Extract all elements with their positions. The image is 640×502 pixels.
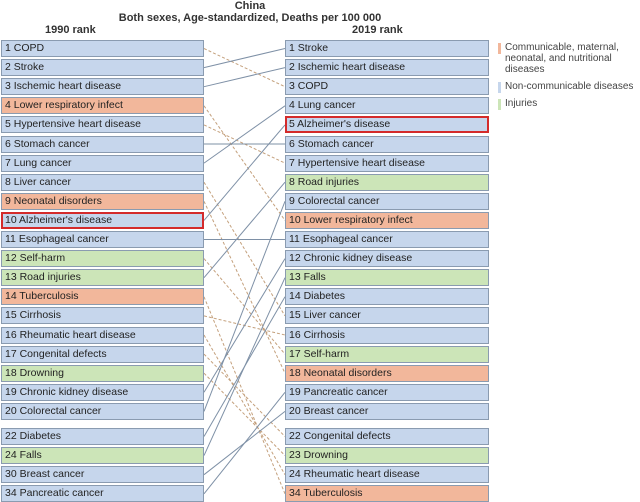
right-rank-item: 5 Alzheimer's disease: [285, 116, 489, 134]
left-rank-item: 13 Road injuries: [1, 269, 204, 287]
rank-connector-line: [203, 201, 286, 412]
rank-connector-line: [203, 124, 286, 221]
right-rank-item: 24 Rheumatic heart disease: [285, 466, 489, 484]
right-rank-item: 14 Diabetes: [285, 288, 489, 306]
legend-item: Injuries: [498, 98, 640, 110]
left-rank-item: 22 Diabetes: [1, 428, 204, 445]
left-rank-item: 15 Cirrhosis: [1, 307, 204, 325]
left-rank-item: 1 COPD: [1, 40, 204, 57]
chart-title: China: [234, 0, 266, 12]
legend-item: Non-communicable diseases: [498, 81, 640, 93]
right-rank-item: 20 Breast cancer: [285, 402, 489, 420]
left-rank-item: 10 Alzheimer's disease: [1, 211, 204, 229]
left-rank-item: 3 Ischemic heart disease: [1, 78, 204, 96]
left-rank-item: 20 Colorectal cancer: [1, 402, 204, 420]
legend-label: Non-communicable diseases: [505, 81, 634, 92]
left-rank-item: 8 Liver cancer: [1, 173, 204, 191]
right-rank-item: 15 Liver cancer: [285, 307, 489, 325]
right-column-header: 2019 rank: [352, 24, 403, 36]
right-rank-item: 2 Ischemic heart disease: [285, 59, 489, 77]
left-rank-item: 4 Lower respiratory infect: [1, 97, 204, 115]
rank-connector-line: [203, 48, 286, 88]
right-rank-item: 3 COPD: [285, 78, 489, 96]
legend-swatch: [498, 82, 501, 93]
right-rank-item: 7 Hypertensive heart disease: [285, 154, 489, 172]
chart-subtitle: Both sexes, Age-standardized, Deaths per…: [118, 12, 382, 24]
rank-connector-line: [203, 105, 286, 164]
left-rank-item: 9 Neonatal disorders: [1, 192, 204, 210]
right-rank-item: 13 Falls: [285, 269, 489, 287]
rank-connector-line: [203, 48, 286, 69]
right-rank-item: 18 Neonatal disorders: [285, 364, 489, 382]
rank-connector-line: [203, 181, 286, 279]
rank-connector-line: [203, 67, 286, 88]
legend-item: Communicable, maternal, neonatal, and nu…: [498, 42, 640, 75]
left-rank-item: 19 Chronic kidney disease: [1, 383, 204, 401]
right-rank-item: 19 Pancreatic cancer: [285, 383, 489, 401]
left-rank-item: 18 Drowning: [1, 364, 204, 382]
left-rank-item: 11 Esophageal cancer: [1, 231, 204, 248]
rank-connector-line: [203, 277, 286, 456]
rank-connector-line: [203, 391, 286, 495]
rank-connector-line: [203, 181, 286, 317]
legend-swatch: [498, 99, 501, 110]
left-rank-item: 2 Stroke: [1, 59, 204, 77]
right-rank-item: 11 Esophageal cancer: [285, 231, 489, 248]
left-rank-item: 6 Stomach cancer: [1, 135, 204, 153]
right-rank-item: 22 Congenital defects: [285, 428, 489, 445]
left-rank-item: 30 Breast cancer: [1, 466, 204, 484]
left-rank-item: 12 Self-harm: [1, 250, 204, 268]
right-rank-item: 12 Chronic kidney disease: [285, 250, 489, 268]
right-rank-item: 10 Lower respiratory infect: [285, 211, 489, 229]
right-rank-item: 6 Stomach cancer: [285, 135, 489, 153]
legend-label: Injuries: [505, 98, 538, 109]
rank-connector-line: [203, 201, 286, 374]
rank-connector-line: [203, 353, 286, 437]
rank-connector-line: [203, 258, 286, 393]
right-rank-item: 9 Colorectal cancer: [285, 192, 489, 210]
left-rank-item: 34 Pancreatic cancer: [1, 485, 204, 502]
rank-connector-line: [203, 105, 286, 221]
right-rank-item: 34 Tuberculosis: [285, 485, 489, 502]
legend-swatch: [498, 43, 501, 54]
left-rank-item: 17 Congenital defects: [1, 345, 204, 363]
left-rank-item: 16 Rheumatic heart disease: [1, 326, 204, 344]
rank-connector-line: [203, 334, 286, 475]
right-rank-item: 23 Drowning: [285, 447, 489, 465]
left-rank-item: 14 Tuberculosis: [1, 288, 204, 306]
right-rank-item: 1 Stroke: [285, 40, 489, 57]
left-rank-item: 5 Hypertensive heart disease: [1, 116, 204, 134]
right-rank-item: 8 Road injuries: [285, 173, 489, 191]
legend: Communicable, maternal, neonatal, and nu…: [498, 42, 640, 115]
right-rank-item: 4 Lung cancer: [285, 97, 489, 115]
rank-connector-line: [203, 372, 286, 456]
right-rank-item: 16 Cirrhosis: [285, 326, 489, 344]
left-rank-item: 7 Lung cancer: [1, 154, 204, 172]
left-rank-item: 24 Falls: [1, 447, 204, 465]
legend-label: Communicable, maternal, neonatal, and nu…: [505, 42, 619, 75]
right-rank-item: 17 Self-harm: [285, 345, 489, 363]
left-column-header: 1990 rank: [45, 24, 96, 36]
